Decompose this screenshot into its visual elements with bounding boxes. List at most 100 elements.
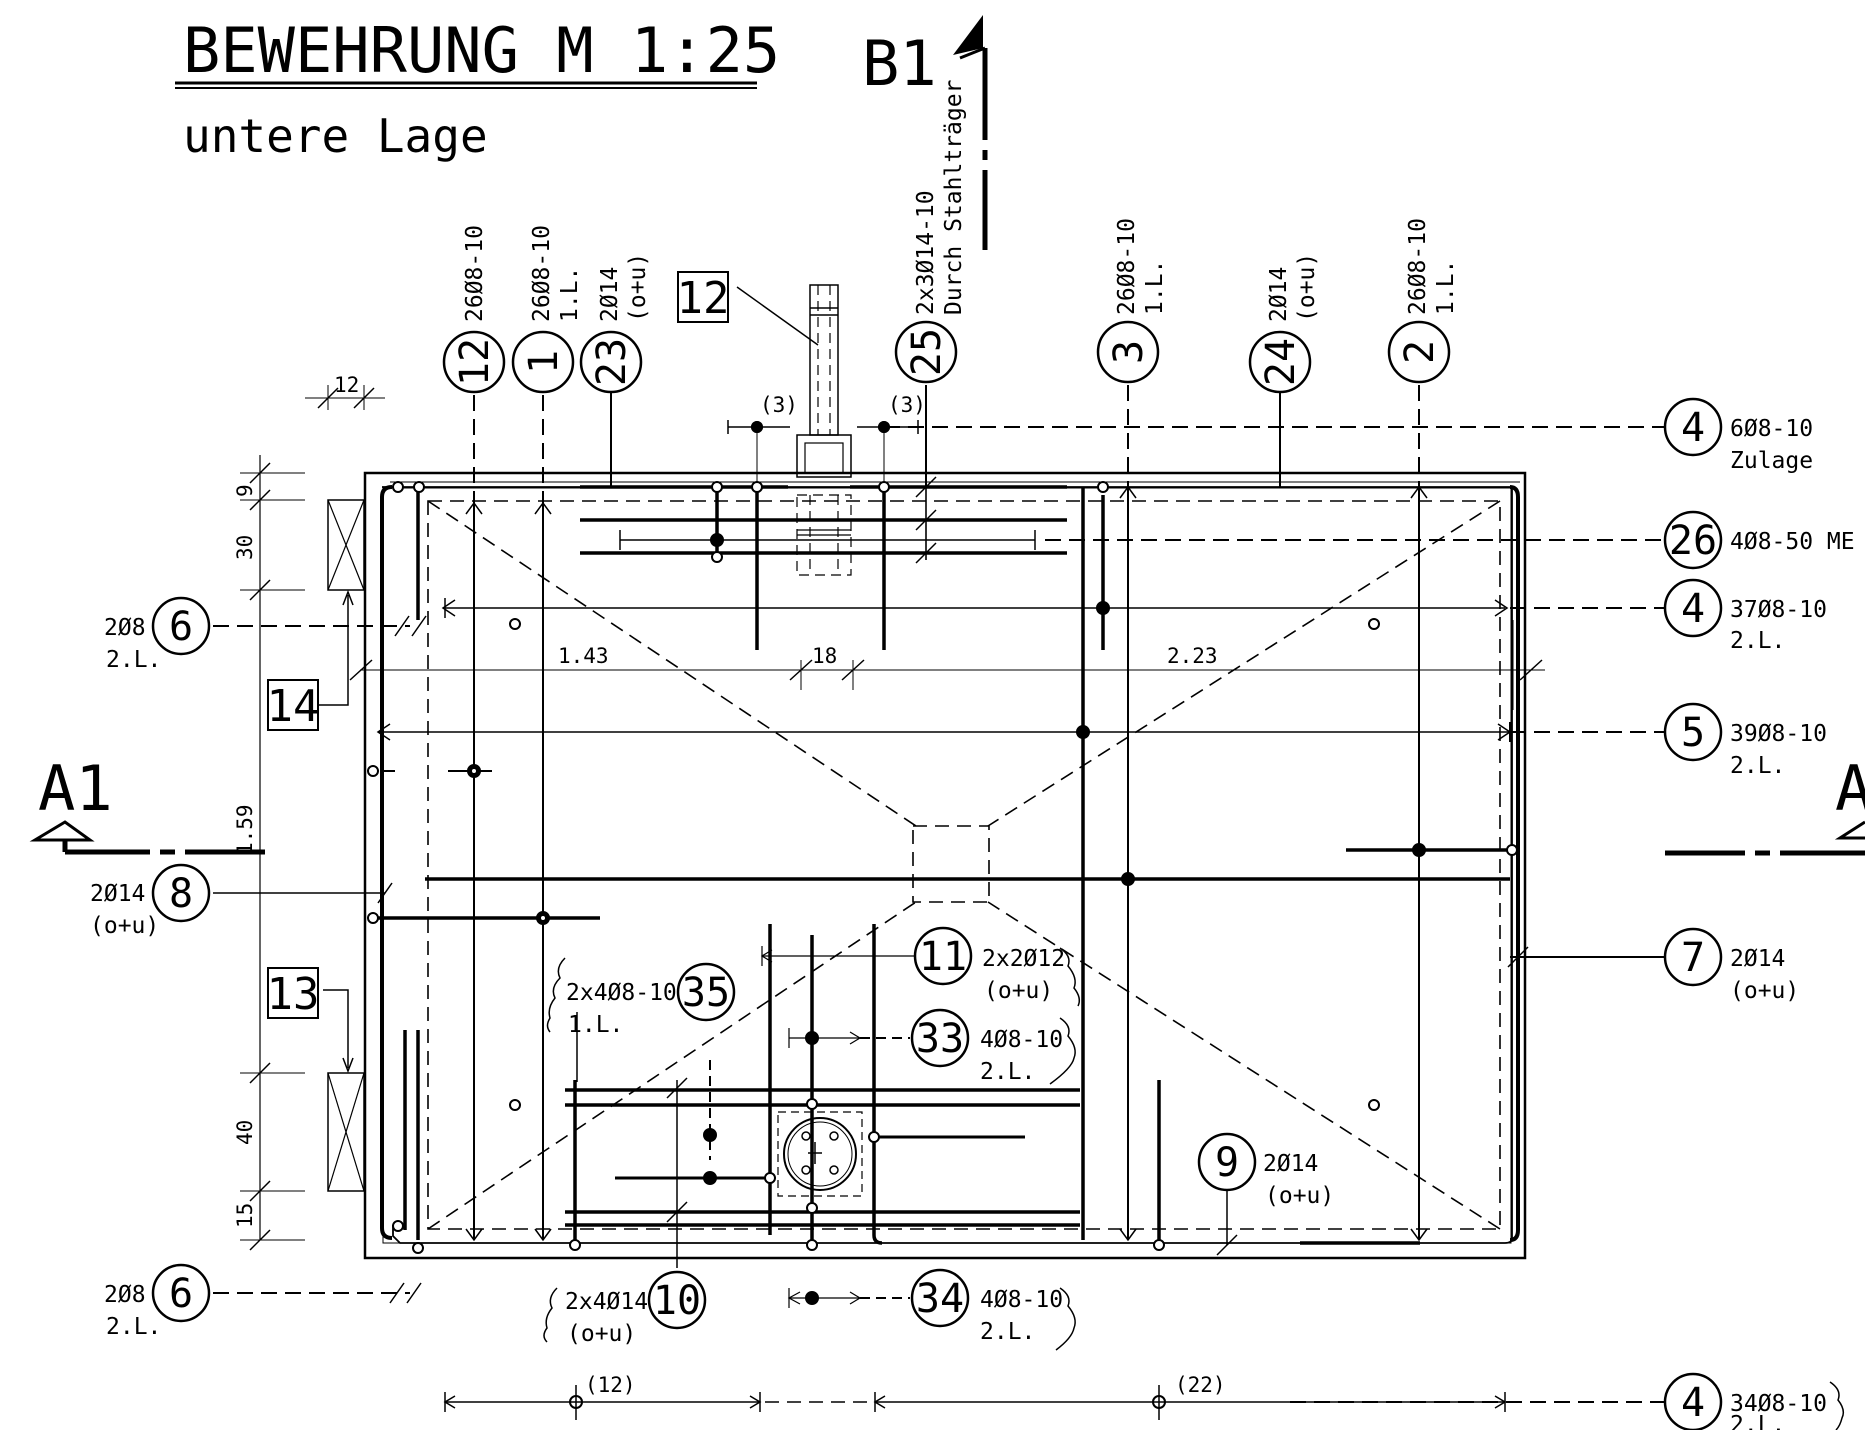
pos-circle-26 <box>1663 510 1723 570</box>
label-p33-2: 2.L. <box>980 1059 1035 1085</box>
label-p6a-2: 2.L. <box>106 647 161 673</box>
pos-num-3-top: 3 <box>1106 340 1152 364</box>
label-p3-top-2: 1.L. <box>1142 260 1168 315</box>
pos-circle-23-top <box>579 330 643 394</box>
dim-40: 40 <box>233 1120 257 1145</box>
section-b1-label: B1 <box>862 27 937 100</box>
label-p1-top-1: 26Ø8-10 <box>529 225 555 322</box>
label-p4a-1: 6Ø8-10 <box>1730 416 1813 442</box>
label-p25-top-1: 2x3Ø14-10 <box>913 190 939 315</box>
label-p10-2: (o+u) <box>567 1321 636 1347</box>
dim-p12-bottom: (12) <box>585 1373 636 1397</box>
pos-num-34: 34 <box>916 1276 964 1322</box>
dim-p3b: (3) <box>888 393 926 417</box>
dim-9: 9 <box>233 484 257 497</box>
label-p5-1: 39Ø8-10 <box>1730 721 1827 747</box>
label-p34-2: 2.L. <box>980 1319 1035 1345</box>
box-13-num: 13 <box>267 969 320 1020</box>
dim-223: 2.23 <box>1167 644 1218 668</box>
box-13 <box>267 967 319 1019</box>
box-12-num: 12 <box>677 273 730 324</box>
label-p1-top-2: 1.L. <box>557 267 583 322</box>
label-p24-top-1: 2Ø14 <box>1266 267 1292 322</box>
label-p3-top-1: 26Ø8-10 <box>1114 218 1140 315</box>
dim-12-top: 12 <box>334 373 359 397</box>
label-p11-1: 2x2Ø12 <box>982 946 1065 972</box>
label-p33-1: 4Ø8-10 <box>980 1027 1063 1053</box>
label-p7-2: (o+u) <box>1730 978 1799 1004</box>
label-p2-top-2: 1.L. <box>1433 260 1459 315</box>
pos-num-10: 10 <box>653 1278 701 1324</box>
label-p23-top-1: 2Ø14 <box>597 267 623 322</box>
pos-circle-5 <box>1663 702 1723 762</box>
label-p9-1: 2Ø14 <box>1263 1151 1318 1177</box>
label-p34-1: 4Ø8-10 <box>980 1287 1063 1313</box>
pos-circle-6b <box>151 1263 211 1323</box>
pos-num-5: 5 <box>1681 710 1705 756</box>
pos-num-4b: 4 <box>1681 586 1705 632</box>
pos-circle-25-top <box>894 320 958 384</box>
pos-circle-11 <box>913 926 973 986</box>
dim-p3a: (3) <box>760 393 798 417</box>
drawing-title: BEWEHRUNG M 1:25 <box>183 14 780 87</box>
pos-num-33: 33 <box>916 1016 964 1062</box>
pos-num-2-top: 2 <box>1397 340 1443 364</box>
pos-circle-4b <box>1663 578 1723 638</box>
pos-circle-34 <box>910 1268 970 1328</box>
pos-num-4c: 4 <box>1681 1380 1705 1426</box>
pos-num-25-top: 25 <box>904 328 950 376</box>
label-p11-2: (o+u) <box>984 978 1053 1004</box>
pos-num-4a: 4 <box>1681 405 1705 451</box>
pos-circle-7 <box>1663 927 1723 987</box>
pos-circle-8 <box>151 863 211 923</box>
label-p5-2: 2.L. <box>1730 753 1785 779</box>
dim-p22-bottom: (22) <box>1175 1373 1226 1397</box>
pos-circle-4a <box>1663 397 1723 457</box>
label-p6b-1: 2Ø8 <box>104 1282 146 1308</box>
label-p25-top-2: Durch Stahlträger <box>941 80 967 315</box>
box-12 <box>677 271 729 323</box>
pos-circle-24-top <box>1248 330 1312 394</box>
pos-num-24-top: 24 <box>1258 338 1304 386</box>
pos-num-23-top: 23 <box>589 338 635 386</box>
label-p8-1: 2Ø14 <box>90 881 145 907</box>
pos-num-6b: 6 <box>169 1271 193 1317</box>
label-p24-top-2: (o+u) <box>1294 253 1320 322</box>
pos-circle-9 <box>1197 1132 1257 1192</box>
section-a-right-label: A <box>1835 752 1865 825</box>
pos-num-1-top: 1 <box>521 350 567 374</box>
label-p2-top-1: 26Ø8-10 <box>1405 218 1431 315</box>
dim-30: 30 <box>233 535 257 560</box>
pos-num-6a: 6 <box>169 604 193 650</box>
pos-num-11: 11 <box>919 934 967 980</box>
box-14 <box>267 679 319 731</box>
pos-circle-2-top <box>1387 320 1451 384</box>
label-p4b-2: 2.L. <box>1730 628 1785 654</box>
pos-circle-6a <box>151 596 211 656</box>
pos-circle-12-top <box>442 330 506 394</box>
dim-159: 1.59 <box>233 804 257 855</box>
dim-15: 15 <box>233 1203 257 1228</box>
pos-num-35: 35 <box>682 970 730 1016</box>
label-p9-2: (o+u) <box>1265 1183 1334 1209</box>
label-p4c-1: 34Ø8-10 <box>1730 1391 1827 1417</box>
label-p6a-1: 2Ø8 <box>104 615 146 641</box>
label-p10-1: 2x4Ø14 <box>565 1289 648 1315</box>
box-14-num: 14 <box>267 681 320 732</box>
dim-18: 18 <box>812 644 837 668</box>
label-p4c-2: 2.L. <box>1730 1412 1785 1430</box>
pos-circle-10 <box>647 1270 707 1330</box>
pos-num-7: 7 <box>1681 935 1705 981</box>
label-p12-top: 26Ø8-10 <box>462 225 488 322</box>
label-p26-1: 4Ø8-50 ME <box>1730 529 1855 555</box>
pos-num-8: 8 <box>169 871 193 917</box>
label-p7-1: 2Ø14 <box>1730 946 1785 972</box>
label-p4b-1: 37Ø8-10 <box>1730 597 1827 623</box>
label-p8-2: (o+u) <box>90 913 159 939</box>
pos-num-9: 9 <box>1215 1140 1239 1186</box>
label-p23-top-2: (o+u) <box>625 253 651 322</box>
pos-circle-33 <box>910 1008 970 1068</box>
pos-circle-35 <box>676 962 736 1022</box>
pos-circle-4c <box>1663 1372 1723 1430</box>
